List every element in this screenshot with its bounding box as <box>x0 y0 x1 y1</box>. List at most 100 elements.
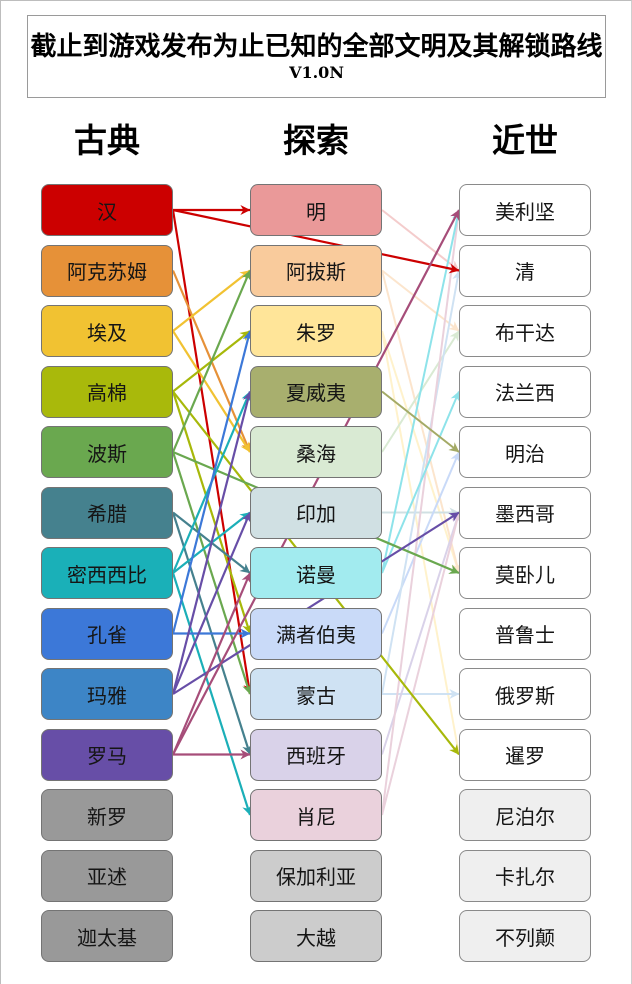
civ-box-mississippian: 密西西比 <box>41 547 173 599</box>
civ-label: 明 <box>306 199 326 224</box>
civ-label: 普鲁士 <box>495 623 555 647</box>
civ-label: 印加 <box>296 502 336 526</box>
civ-box-qing: 清 <box>459 244 591 297</box>
unlock-arrow <box>381 209 460 272</box>
diagram-title: 截止到游戏发布为止已知的全部文明及其解锁路线 <box>30 32 603 62</box>
civ-label: 孔雀 <box>87 623 127 647</box>
civ-box-america: 美利坚 <box>459 184 591 236</box>
civ-label: 肖尼 <box>296 804 336 829</box>
unlock-arrow <box>381 209 462 574</box>
civ-box-spain: 西班牙 <box>250 728 382 781</box>
civ-label: 高棉 <box>87 381 127 405</box>
civ-label: 阿拔斯 <box>286 260 346 284</box>
civ-label: 蒙古 <box>296 683 336 708</box>
unlock-arrow <box>171 512 252 695</box>
civ-box-silla: 新罗 <box>41 789 173 841</box>
civ-label: 桑海 <box>296 441 336 466</box>
civ-label: 阿克苏姆 <box>67 260 147 284</box>
civ-box-aksum: 阿克苏姆 <box>41 244 173 297</box>
civ-label: 朱罗 <box>296 320 336 345</box>
civ-label: 保加利亚 <box>276 865 356 889</box>
civ-box-han: 汉 <box>41 184 173 236</box>
title-box: 截止到游戏发布为止已知的全部文明及其解锁路线 V1.0N <box>27 15 606 98</box>
column-modern: 美利坚 清 布干达 法兰西 明治 墨西哥 莫卧儿 普鲁士 俄罗斯 暹罗 尼泊尔 … <box>459 184 591 962</box>
civ-label: 诺曼 <box>296 562 336 587</box>
civ-box-dai-viet: 大越 <box>250 910 382 962</box>
civ-box-assyria: 亚述 <box>41 849 173 902</box>
civ-box-greece: 希腊 <box>41 486 173 539</box>
unlock-arrow <box>171 572 252 755</box>
civ-box-mongolia: 蒙古 <box>250 668 382 720</box>
column-exploration: 明 阿拔斯 朱罗 夏威夷 桑海 印加 诺曼 满者伯夷 蒙古 西班牙 肖尼 保加利… <box>250 184 382 962</box>
unlock-arrow <box>171 391 252 634</box>
civ-box-shawnee: 肖尼 <box>250 789 382 841</box>
unlock-arrow <box>381 391 460 574</box>
civ-box-bulgaria: 保加利亚 <box>250 849 382 902</box>
column-antiquity: 汉 阿克苏姆 埃及 高棉 波斯 希腊 密西西比 孔雀 玛雅 罗马 新罗 亚述 迦… <box>41 184 173 962</box>
civ-label: 明治 <box>505 441 545 466</box>
unlock-arrow <box>171 209 254 695</box>
column-header-antiquity: 古典 <box>74 121 140 160</box>
civ-box-mughal: 莫卧儿 <box>459 547 591 599</box>
civ-label: 尼泊尔 <box>495 804 555 829</box>
unlock-arrow <box>381 512 462 816</box>
civ-label: 迦太基 <box>77 925 137 950</box>
civ-box-songhai: 桑海 <box>250 426 382 478</box>
civ-box-maya: 玛雅 <box>41 668 173 720</box>
civ-box-inca: 印加 <box>250 486 382 539</box>
civ-box-abbasid: 阿拔斯 <box>250 244 382 297</box>
civ-label: 莫卧儿 <box>495 562 555 587</box>
civ-box-ming: 明 <box>250 184 382 236</box>
civ-box-hawaii: 夏威夷 <box>250 365 382 418</box>
civ-label: 满者伯夷 <box>276 623 356 647</box>
column-header-modern: 近世 <box>492 121 558 160</box>
civ-label: 墨西哥 <box>495 502 555 526</box>
civ-box-chola: 朱罗 <box>250 305 382 357</box>
civ-box-qajar: 卡扎尔 <box>459 849 591 902</box>
civ-box-persia: 波斯 <box>41 426 173 478</box>
civ-box-rome: 罗马 <box>41 728 173 781</box>
unlock-arrow <box>171 270 252 453</box>
civ-box-majapahit: 满者伯夷 <box>250 607 382 660</box>
civ-label: 布干达 <box>495 320 555 345</box>
civ-box-maurya: 孔雀 <box>41 607 173 660</box>
civ-box-france: 法兰西 <box>459 365 591 418</box>
civ-box-mexico: 墨西哥 <box>459 486 591 539</box>
civ-label: 暹罗 <box>505 744 545 768</box>
civ-label: 埃及 <box>87 320 127 345</box>
unlock-arrow <box>171 330 253 634</box>
civ-box-norman: 诺曼 <box>250 547 382 599</box>
unlock-arrow <box>172 208 460 274</box>
civ-box-meiji: 明治 <box>459 426 591 478</box>
unlock-arrow <box>381 330 461 574</box>
unlock-arrow <box>171 451 252 695</box>
civ-label: 法兰西 <box>495 381 555 405</box>
civ-label: 新罗 <box>87 804 127 829</box>
civ-label: 罗马 <box>87 744 127 768</box>
civ-box-buganda: 布干达 <box>459 305 591 357</box>
unlock-arrow <box>172 330 251 453</box>
civ-box-russia: 俄罗斯 <box>459 668 591 720</box>
civ-label: 希腊 <box>87 502 127 526</box>
civ-label: 西班牙 <box>286 744 346 768</box>
civ-label: 不列颠 <box>495 925 555 950</box>
civ-label: 清 <box>515 260 535 284</box>
civ-box-carthage: 迦太基 <box>41 910 173 962</box>
unlock-arrow <box>172 209 460 756</box>
unlock-arrow <box>172 269 251 332</box>
unlock-arrow <box>381 390 460 453</box>
civ-label: 大越 <box>296 925 336 950</box>
civ-label: 密西西比 <box>67 562 147 587</box>
civ-box-nepal: 尼泊尔 <box>459 789 591 841</box>
unlock-arrow <box>171 572 252 816</box>
civ-box-prussia: 普鲁士 <box>459 607 591 660</box>
unlock-arrow <box>381 269 460 332</box>
unlock-arrow <box>381 209 463 816</box>
civ-label: 亚述 <box>87 865 127 889</box>
civ-label: 俄罗斯 <box>495 683 555 708</box>
column-header-exploration: 探索 <box>283 121 349 160</box>
civ-box-great-britain: 不列颠 <box>459 910 591 962</box>
civ-box-siam: 暹罗 <box>459 728 591 781</box>
